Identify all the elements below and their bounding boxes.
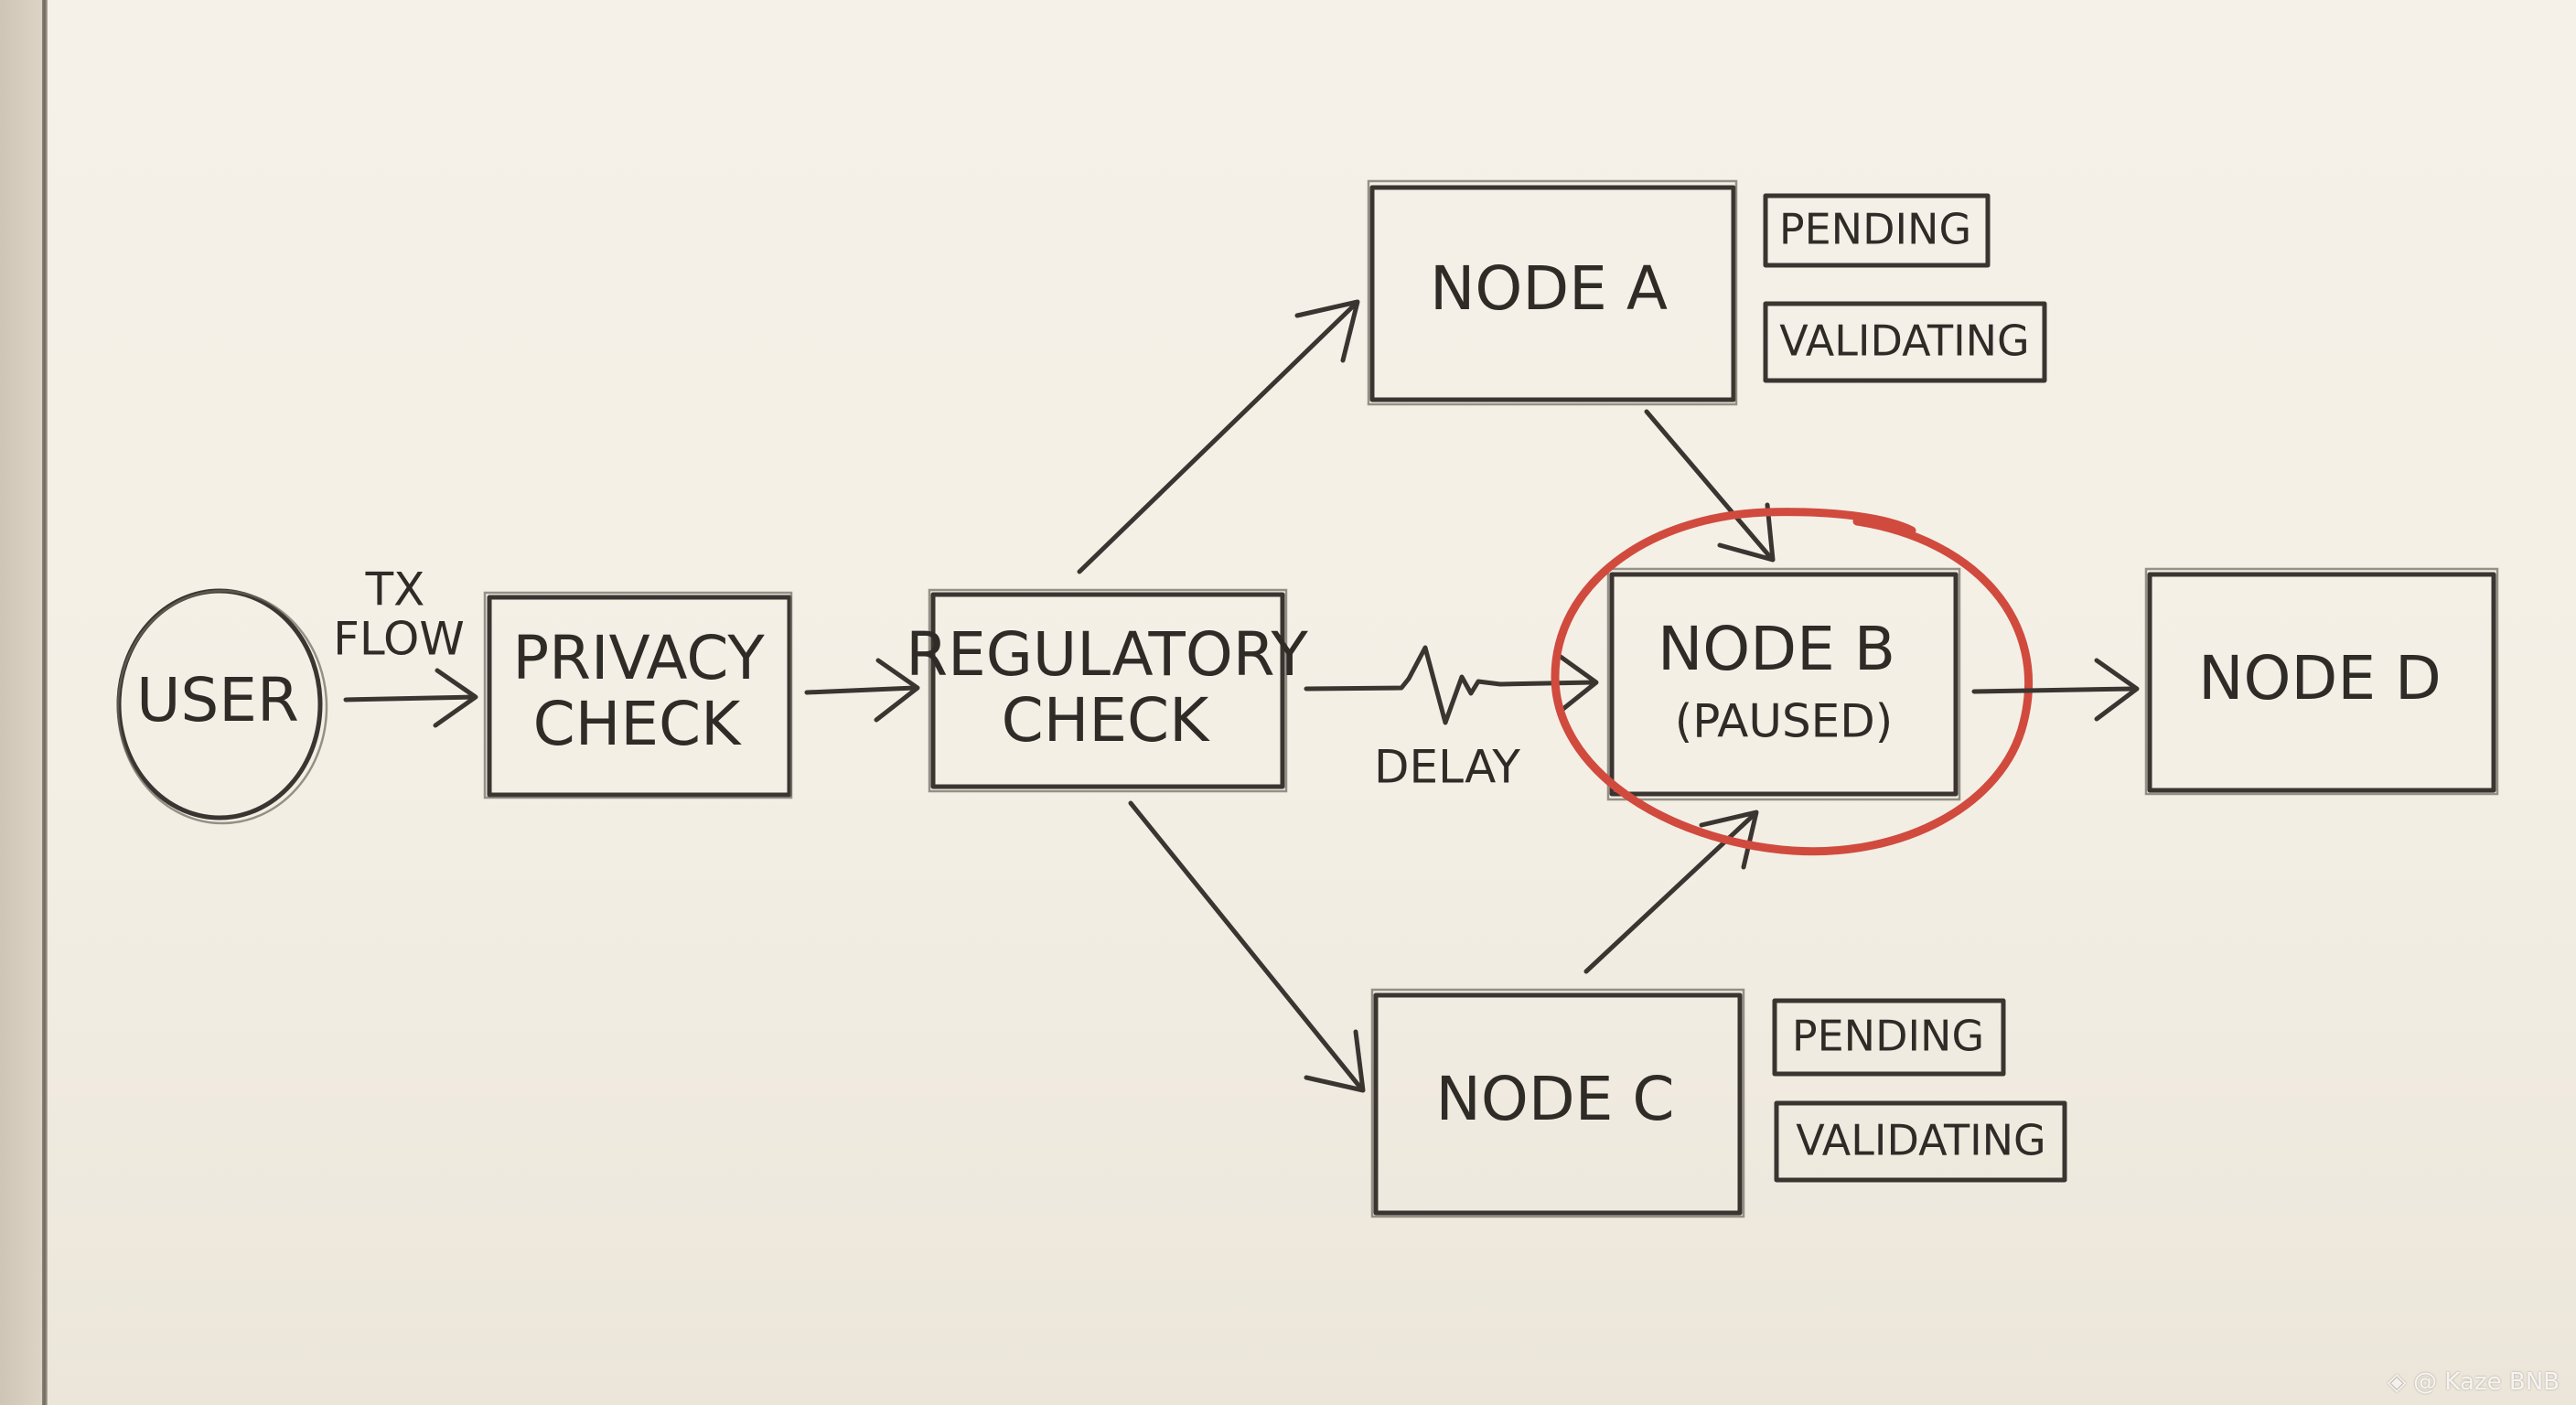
node-a-box bbox=[1369, 185, 1736, 402]
node-a: NODE A bbox=[1367, 179, 1738, 406]
edge-node-c-node-b bbox=[1583, 810, 1759, 974]
node-d-label: NODE D bbox=[2198, 643, 2442, 713]
arrow-line bbox=[1128, 800, 1364, 1091]
paper-edge bbox=[42, 0, 48, 1405]
arrow-head-icon bbox=[874, 658, 920, 723]
arrow-head-icon bbox=[1304, 1029, 1366, 1093]
regulatory-check-box-sketch bbox=[928, 588, 1288, 793]
regulatory-check-box bbox=[930, 592, 1285, 789]
node-a-status-tags: PENDING VALIDATING bbox=[1763, 193, 2047, 383]
node-privacy-check: PRIVACY CHECK bbox=[483, 591, 793, 799]
privacy-label-line2: CHECK bbox=[533, 689, 742, 759]
edge-node-a-node-b bbox=[1644, 409, 1776, 563]
status-tag-pending-box bbox=[1763, 193, 1991, 268]
delay-zigzag-line bbox=[1304, 645, 1596, 725]
highlight-circle bbox=[1551, 508, 2034, 856]
background-surface bbox=[0, 0, 42, 1405]
node-a-box-sketch bbox=[1367, 179, 1738, 406]
node-b: NODE B (PAUSED) bbox=[1606, 567, 1961, 801]
privacy-label-line1: PRIVACY bbox=[512, 623, 765, 693]
arrow-line bbox=[343, 694, 477, 702]
node-b-box bbox=[1609, 572, 1959, 797]
edge-privacy-regulatory bbox=[804, 658, 920, 723]
regulatory-label-line2: CHECK bbox=[1002, 685, 1210, 756]
node-d: NODE D bbox=[2144, 567, 2499, 796]
arrow-line bbox=[1971, 686, 2136, 694]
node-d-box bbox=[2147, 572, 2496, 793]
edge-regulatory-node-a bbox=[1077, 299, 1360, 574]
arrow-head-icon bbox=[433, 668, 478, 728]
edge-regulatory-node-b-delay: DELAY bbox=[1304, 645, 1599, 794]
red-circle-stroke bbox=[1551, 508, 2034, 856]
user-circle-sketch bbox=[116, 589, 328, 825]
watermark: ◈ @ Kaze BNB bbox=[2388, 1368, 2560, 1396]
arrow-line bbox=[1644, 409, 1774, 561]
status-tag-pending: PENDING bbox=[1779, 205, 1971, 254]
arrow-head-icon bbox=[1294, 299, 1360, 363]
status-tag-validating: VALIDATING bbox=[1796, 1116, 2045, 1165]
privacy-check-box-sketch bbox=[483, 591, 793, 799]
node-b-status: (PAUSED) bbox=[1675, 695, 1894, 748]
watermark-text: @ Kaze BNB bbox=[2413, 1368, 2560, 1396]
node-c-box-sketch bbox=[1370, 988, 1745, 1218]
node-b-label: NODE B bbox=[1658, 614, 1895, 684]
arrow-line bbox=[804, 685, 918, 695]
delay-label: DELAY bbox=[1374, 741, 1520, 794]
node-b-box-sketch bbox=[1606, 567, 1961, 801]
node-c-label: NODE C bbox=[1436, 1064, 1675, 1134]
arrow-head-icon bbox=[1557, 654, 1599, 714]
node-c-box bbox=[1373, 992, 1743, 1216]
status-tag-validating: VALIDATING bbox=[1779, 316, 2029, 366]
arrow-head-icon bbox=[1717, 502, 1776, 563]
arrow-head-icon bbox=[2094, 658, 2140, 722]
node-regulatory-check: REGULATORY CHECK bbox=[906, 588, 1308, 793]
binance-logo-icon: ◈ bbox=[2388, 1368, 2407, 1396]
privacy-check-box bbox=[487, 595, 792, 798]
arrow-line bbox=[1077, 301, 1358, 574]
regulatory-label-line1: REGULATORY bbox=[906, 619, 1308, 690]
status-tag-validating-box bbox=[1763, 301, 2047, 383]
node-user: USER bbox=[116, 588, 328, 825]
node-a-label: NODE A bbox=[1430, 253, 1668, 324]
node-c: NODE C bbox=[1370, 988, 1745, 1218]
edge-node-b-node-d bbox=[1971, 658, 2140, 722]
status-tag-pending: PENDING bbox=[1792, 1012, 1984, 1061]
edge-regulatory-node-c bbox=[1128, 800, 1366, 1093]
tx-label: TX bbox=[365, 563, 425, 617]
node-c-status-tags: PENDING VALIDATING bbox=[1772, 998, 2067, 1183]
status-tag-validating-box bbox=[1774, 1100, 2067, 1183]
flow-label: FLOW bbox=[333, 613, 465, 666]
node-d-box-sketch bbox=[2144, 567, 2499, 796]
status-tag-pending-box bbox=[1772, 998, 2006, 1077]
edge-user-privacy: TX FLOW bbox=[333, 563, 478, 728]
user-label: USER bbox=[136, 665, 299, 735]
